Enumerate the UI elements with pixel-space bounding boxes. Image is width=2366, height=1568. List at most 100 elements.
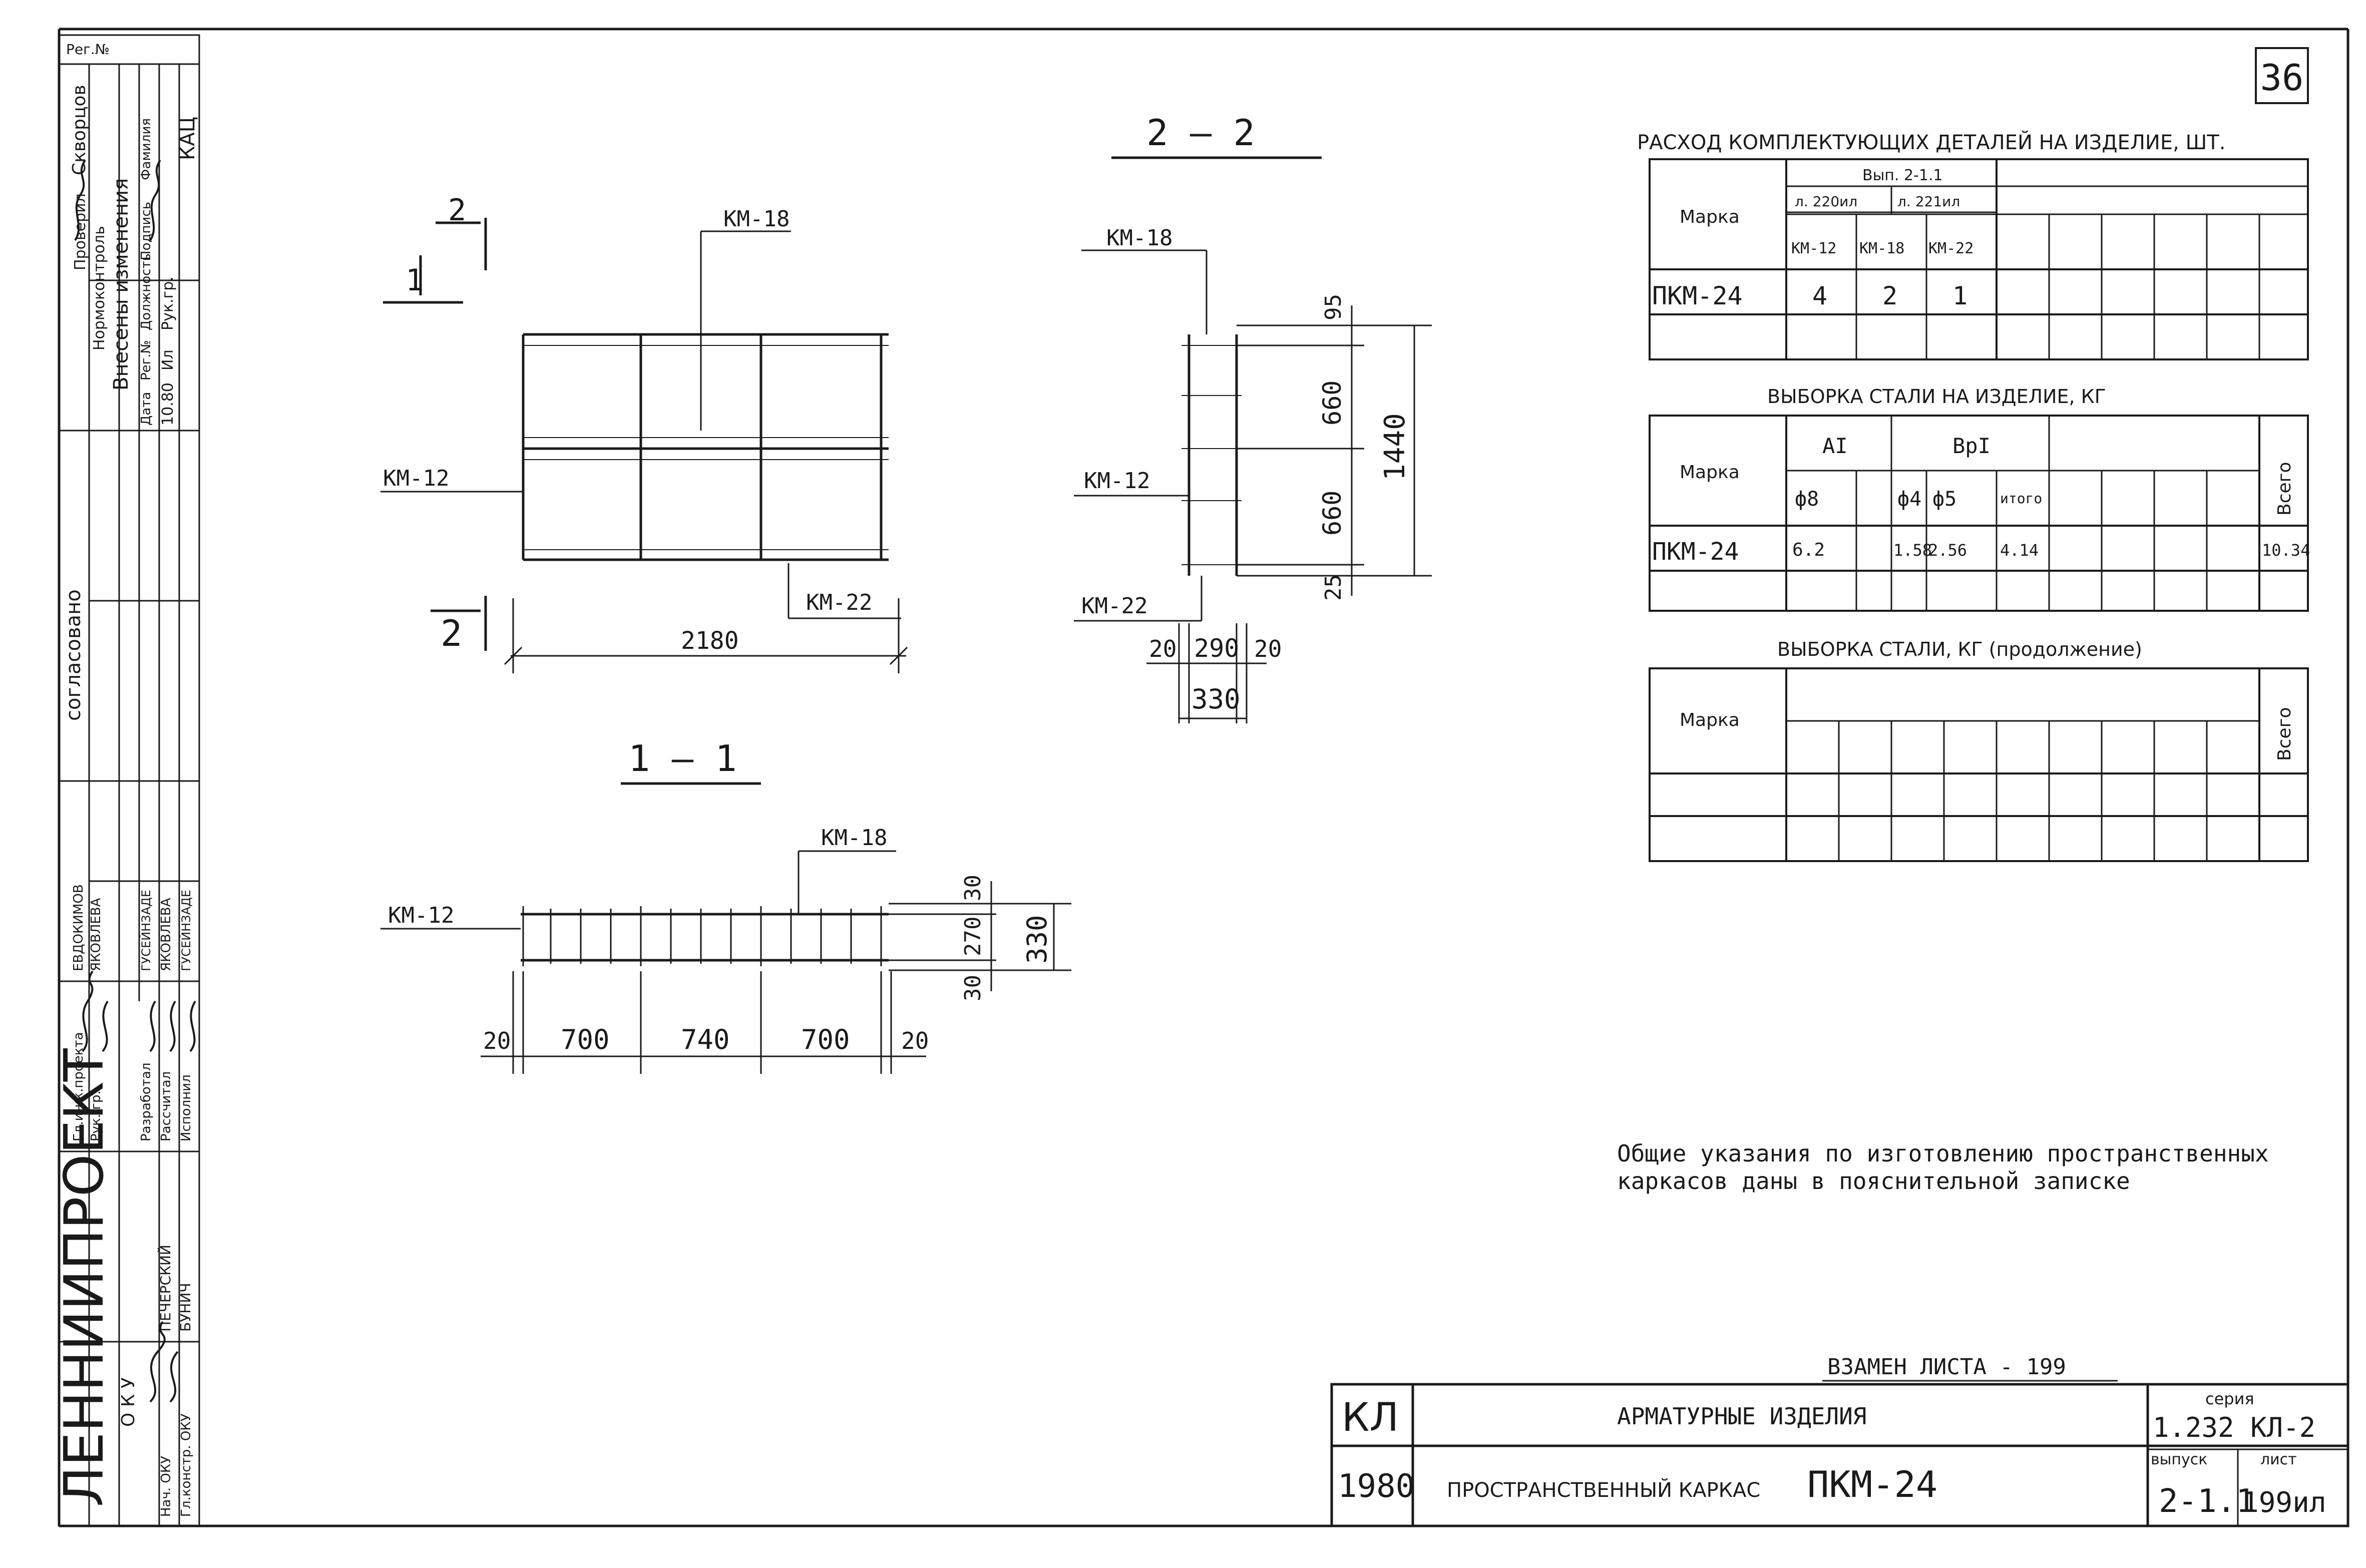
sheet-number: 36 (2260, 57, 2304, 99)
table1-title: РАСХОД КОМПЛЕКТУЮЩИХ ДЕТАЛЕЙ НА ИЗДЕЛИЕ,… (1637, 130, 2225, 154)
title-seria: 1.232 КЛ-2 (2153, 1412, 2315, 1443)
dim-330-side: 330 (1021, 915, 1053, 964)
title-seria-label: серия (2205, 1389, 2254, 1408)
org-name: ЛЕННИИПРОЕКТ (53, 1048, 116, 1507)
general-note: Общие указания по изготовлению пространс… (1617, 1140, 2269, 1195)
table1-col-km12: КМ-12 (1791, 240, 1836, 257)
pechersky-name: ПЕЧЕРСКИЙ (157, 1245, 174, 1332)
table1-l220: л. 220ил (1795, 193, 1857, 210)
table2-v-itogo: 4.14 (2000, 541, 2039, 560)
table1-col-km18: КМ-18 (1859, 240, 1904, 257)
section-2-2-label-km22: КМ-22 (1081, 593, 1147, 619)
dim-700-left: 700 (561, 1024, 610, 1055)
dim-20-l: 20 (483, 1027, 511, 1054)
table2-group-a1: АI (1822, 434, 1848, 458)
plan-label-km18: КМ-18 (723, 206, 790, 232)
title-name-2-prefix: ПРОСТРАНСТВЕННЫЙ КАРКАС (1447, 1478, 1760, 1502)
soglasovano-label: согласовано (62, 589, 85, 721)
rasschital-label: Рассчитал (159, 1071, 174, 1141)
table3-marka: Марка (1680, 710, 1740, 730)
plan-label-km12: КМ-12 (383, 466, 449, 491)
proveril-label: Проверил (72, 193, 89, 270)
changes-label: Внесены изменения (110, 178, 133, 390)
dim-270: 270 (960, 917, 986, 956)
dim-95: 95 (1321, 294, 1346, 320)
table1-col-km22: КМ-22 (1928, 240, 1974, 257)
section-2-2-title: 2 — 2 (1146, 112, 1255, 154)
guseinzade-name-2: ГУСЕЙНЗАДЕ (179, 890, 193, 971)
table1-v-km22: 1 (1952, 281, 1967, 310)
table2-col-f8: ф8 (1795, 488, 1819, 511)
dim-30-top: 30 (960, 875, 986, 901)
sheet-number-box: 36 (2255, 47, 2309, 104)
change-date: 10.80 (159, 382, 177, 426)
section-2-2: 2 — 2 КМ-18 КМ-12 КМ-22 (1074, 112, 1432, 723)
nach-oku-label: Нач. ОКУ (159, 1456, 174, 1517)
bunich-name: БУНИЧ (177, 1283, 194, 1332)
regno-col-label: Рег.№ (139, 340, 154, 380)
note-line-2: каркасов даны в пояснительной записке (1617, 1167, 2130, 1195)
sheet-frame (58, 28, 2349, 1527)
table2-total: Всего (2274, 462, 2295, 516)
dim-290: 290 (1194, 634, 1239, 663)
section-mark-2-top: 2 (448, 193, 466, 228)
table1-v-km18: 2 (1882, 281, 1897, 310)
dim-30-bottom: 30 (960, 975, 986, 1001)
guseinzade-name-1: ГУСЕЙНЗАДЕ (139, 890, 153, 971)
normokontrol-label: Нормоконтроль (91, 226, 108, 350)
title-kl: КЛ (1342, 1395, 1399, 1440)
change-position: Рук.гр. (159, 276, 177, 330)
table2-v-total: 10.34 (2262, 541, 2310, 560)
dim-25: 25 (1321, 574, 1346, 601)
note-line-1: Общие указания по изготовлению пространс… (1617, 1140, 2269, 1167)
surname-col-label: Фамилия (139, 118, 154, 180)
table2-col-itogo: итого (2000, 490, 2042, 507)
oku-label: О К У (118, 1377, 139, 1427)
date-col-label: Дата (139, 392, 154, 426)
reg-label: Рег.№ (66, 41, 110, 58)
table2-col-f4: ф4 (1897, 488, 1921, 511)
section-1-1-title: 1 — 1 (628, 737, 737, 779)
title-name-2-mark: ПКМ-24 (1807, 1463, 1937, 1505)
table1-l221: л. 221ил (1897, 193, 1960, 210)
dim-20-r: 20 (901, 1027, 929, 1054)
table1-v-km12: 4 (1812, 281, 1827, 310)
ispolnil-label: Исполнил (179, 1074, 194, 1141)
dim-1440: 1440 (1379, 413, 1411, 481)
evdokimov-name: ЕВДОКИМОВ (71, 884, 86, 971)
dim-700-right: 700 (801, 1024, 850, 1055)
dim-20-right: 20 (1254, 635, 1282, 662)
signatures (74, 159, 196, 1403)
title-block: ВЗАМЕН ЛИСТА - 199 КЛ 1980 АРМАТУРНЫЕ ИЗ… (1330, 1354, 2349, 1527)
table-steel-continued: ВЫБОРКА СТАЛИ, КГ (продолжение) Марка Вс… (1649, 638, 2309, 862)
title-year: 1980 (1338, 1468, 1415, 1505)
dim-330: 330 (1192, 683, 1241, 715)
table1-marka: Марка (1680, 207, 1740, 227)
ruk-gr-label: Рук. гр. (89, 1090, 104, 1141)
table2-v-f5: 2.56 (1928, 541, 1967, 560)
table2-row-mark: ПКМ-24 (1652, 538, 1739, 566)
title-vypusk: 2-1.1 (2159, 1483, 2255, 1520)
skvortsov-name: Скворцов (69, 85, 90, 175)
change-surname: КАЦ (176, 117, 199, 160)
dim-660-b: 660 (1318, 491, 1347, 536)
table3-total: Всего (2274, 707, 2295, 761)
plan-view: 2 1 2 КМ-18 КМ-12 КМ-22 2180 (380, 193, 908, 673)
razrab-label: Разработал (139, 1062, 154, 1141)
title-name-1: АРМАТУРНЫЕ ИЗДЕЛИЯ (1617, 1403, 1867, 1430)
table3-title: ВЫБОРКА СТАЛИ, КГ (продолжение) (1777, 638, 2142, 660)
table1-row-mark: ПКМ-24 (1652, 281, 1743, 310)
table2-group-vr1: ВрI (1952, 434, 1991, 458)
section-1-1-label-km18: КМ-18 (821, 825, 887, 851)
section-1-1: 1 — 1 КМ-18 КМ-12 (380, 737, 1071, 1074)
replaces-sheet: ВЗАМЕН ЛИСТА - 199 (1827, 1354, 2066, 1380)
table-steel: ВЫБОРКА СТАЛИ НА ИЗДЕЛИЕ, КГ Марка АI Вр… (1649, 385, 2310, 612)
title-vypusk-label: выпуск (2151, 1451, 2207, 1468)
yakovleva-name: ЯКОВЛЕВА (89, 898, 104, 971)
section-mark-1: 1 (406, 263, 424, 298)
position-col-label: Должность (139, 253, 154, 330)
dim-740: 740 (681, 1024, 730, 1055)
section-1-1-label-km12: КМ-12 (388, 903, 454, 928)
title-list-label: лист (2260, 1451, 2297, 1468)
